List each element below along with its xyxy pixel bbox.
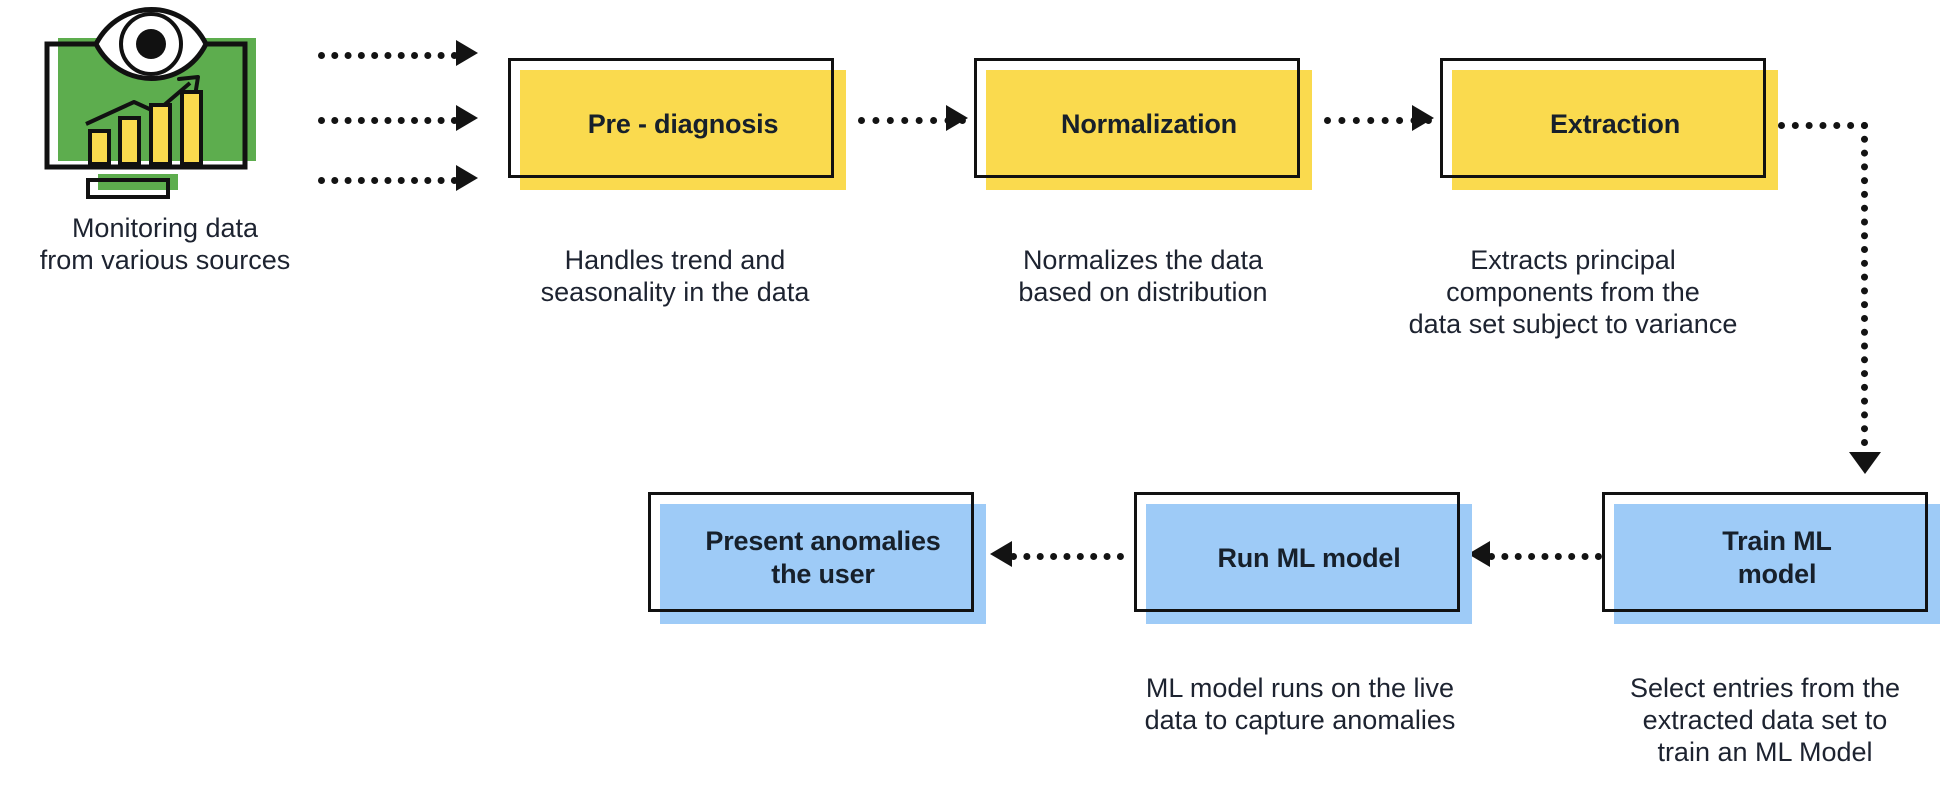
source-caption: Monitoring data from various sources	[0, 213, 330, 277]
normalization-fill	[986, 70, 1312, 190]
train-ml-model-caption: Select entries from the extracted data s…	[1570, 673, 1958, 769]
connector-source-3-arrowhead	[456, 165, 478, 191]
connector-extraction-train-vertical	[1861, 122, 1868, 460]
pre-diagnosis-fill	[520, 70, 846, 190]
present-anomalies-fill	[660, 504, 986, 624]
connector-prediagnosis-normalization-arrowhead	[946, 105, 968, 131]
connector-run-present-arrowhead	[990, 541, 1012, 567]
train-ml-model-label-line-1: Train ML	[1722, 526, 1832, 557]
connector-train-run-line	[1488, 553, 1602, 560]
source-caption-line-2: from various sources	[39, 244, 291, 275]
normalization-label: Normalization	[1061, 108, 1237, 139]
run-ml-model-fill	[1146, 504, 1472, 624]
normalization-caption: Normalizes the data based on distributio…	[928, 245, 1358, 309]
run-ml-model-caption-line-2: data to capture anomalies	[1144, 704, 1456, 735]
run-ml-model-caption: ML model runs on the live data to captur…	[1085, 673, 1515, 737]
source-caption-line-1: Monitoring data	[71, 213, 259, 243]
extraction-outline	[1440, 58, 1766, 178]
train-ml-model-caption-line-2: extracted data set to	[1642, 704, 1888, 735]
present-anomalies-label: Present anomalies the user	[660, 504, 986, 612]
train-ml-model-fill	[1614, 504, 1940, 624]
pre-diagnosis-caption-line-2: seasonality in the data	[540, 276, 810, 307]
run-ml-model-caption-line-1: ML model runs on the live	[1145, 673, 1455, 703]
connector-prediagnosis-normalization-line	[858, 117, 966, 124]
extraction-label: Extraction	[1549, 108, 1681, 139]
connector-run-present-line	[1010, 553, 1124, 560]
run-ml-model-label: Run ML model	[1217, 542, 1401, 573]
connector-train-run-arrowhead	[1468, 541, 1490, 567]
connector-source-2-arrowhead	[456, 105, 478, 131]
process-box-extraction[interactable]: Extraction	[1440, 58, 1778, 190]
pre-diagnosis-caption: Handles trend and seasonality in the dat…	[460, 245, 890, 309]
connector-source-2-line	[318, 117, 458, 124]
connector-source-1-arrowhead	[456, 40, 478, 66]
pre-diagnosis-outline	[508, 58, 834, 178]
monitoring-screen-with-eye-and-bar-chart-icon	[38, 0, 278, 210]
present-anomalies-label-line-1: Present anomalies	[705, 526, 941, 557]
extraction-caption-line-3: data set subject to variance	[1408, 308, 1738, 339]
connector-source-1-line	[318, 52, 458, 59]
extraction-caption: Extracts principal components from the d…	[1358, 245, 1788, 341]
normalization-caption-line-2: based on distribution	[1018, 276, 1268, 307]
connector-normalization-extraction-line	[1324, 117, 1432, 124]
connector-normalization-extraction-arrowhead	[1412, 105, 1434, 131]
pre-diagnosis-label: Pre - diagnosis	[587, 108, 779, 139]
extraction-caption-line-2: components from the	[1446, 276, 1700, 307]
process-box-normalization[interactable]: Normalization	[974, 58, 1312, 190]
train-ml-model-label-line-2: model	[1737, 559, 1817, 589]
normalization-caption-line-1: Normalizes the data	[1022, 245, 1264, 275]
connector-extraction-train-horizontal	[1778, 122, 1868, 129]
present-anomalies-outline	[648, 492, 974, 612]
connector-source-3-line	[318, 177, 458, 184]
train-ml-model-caption-line-1: Select entries from the	[1629, 673, 1901, 703]
normalization-outline	[974, 58, 1300, 178]
extraction-fill	[1452, 70, 1778, 190]
process-box-pre-diagnosis[interactable]: Pre - diagnosis	[508, 58, 846, 190]
connector-extraction-train-arrowhead	[1849, 452, 1881, 474]
train-ml-model-caption-line-3: train an ML Model	[1657, 736, 1873, 767]
process-box-train-ml-model[interactable]: Train ML model	[1602, 492, 1940, 624]
train-ml-model-outline	[1602, 492, 1928, 612]
process-box-present-anomalies[interactable]: Present anomalies the user	[648, 492, 986, 624]
train-ml-model-label: Train ML model	[1614, 504, 1940, 612]
pre-diagnosis-caption-line-1: Handles trend and	[564, 245, 786, 275]
run-ml-model-outline	[1134, 492, 1460, 612]
present-anomalies-label-line-2: the user	[771, 559, 875, 589]
extraction-caption-line-1: Extracts principal	[1470, 245, 1676, 275]
process-box-run-ml-model[interactable]: Run ML model	[1134, 492, 1472, 624]
